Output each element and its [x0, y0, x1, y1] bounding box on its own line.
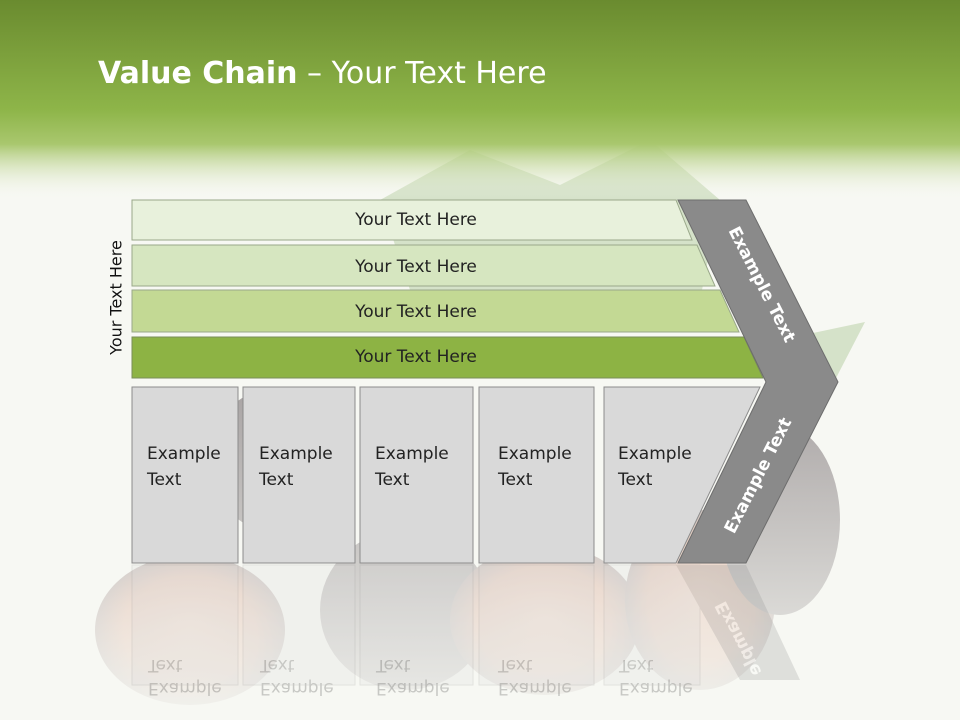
activity-1-line2: Text [146, 470, 182, 490]
svg-text:Example: Example [260, 678, 334, 698]
header-band [0, 0, 960, 200]
support-band-1-label: Your Text Here [354, 210, 477, 230]
activity-box-5[interactable] [603, 386, 761, 564]
side-label: Your Text Here [106, 240, 126, 355]
activity-1-line1: Example [147, 444, 221, 464]
activity-box-3[interactable] [359, 386, 474, 564]
svg-text:Text: Text [375, 655, 411, 675]
activity-5-line2: Text [617, 470, 653, 490]
svg-text:Example: Example [148, 678, 222, 698]
activity-3-line2: Text [374, 470, 410, 490]
svg-text:Text: Text [259, 655, 295, 675]
support-band-2-label: Your Text Here [354, 257, 477, 277]
support-band-4-label: Your Text Here [354, 347, 477, 367]
svg-text:Text: Text [618, 655, 654, 675]
activity-4-line1: Example [498, 444, 572, 464]
activity-box-1[interactable] [131, 386, 239, 564]
slide-title-rest: – Your Text Here [297, 56, 547, 91]
support-band-3-label: Your Text Here [354, 302, 477, 322]
activity-box-4[interactable] [478, 386, 595, 564]
support-band-1[interactable] [131, 199, 693, 241]
activity-2-line2: Text [258, 470, 294, 490]
reflection: Text Example Text Example Text Example T… [131, 564, 800, 698]
support-band-3[interactable] [131, 289, 740, 333]
activity-4-line2: Text [497, 470, 533, 490]
svg-text:Text: Text [497, 655, 533, 675]
support-band-2[interactable] [131, 244, 716, 287]
activity-3-line1: Example [375, 444, 449, 464]
activity-box-2[interactable] [242, 386, 356, 564]
support-band-4[interactable] [131, 336, 764, 379]
slide-title-bold: Value Chain [98, 56, 298, 91]
activity-2-line1: Example [259, 444, 333, 464]
slide-title: Value Chain – Your Text Here [98, 56, 547, 91]
margin-chevron[interactable] [677, 199, 839, 564]
activity-5-line1: Example [618, 444, 692, 464]
svg-text:Example: Example [376, 678, 450, 698]
svg-text:Example: Example [498, 678, 572, 698]
svg-text:Text: Text [147, 655, 183, 675]
svg-text:Example: Example [619, 678, 693, 698]
